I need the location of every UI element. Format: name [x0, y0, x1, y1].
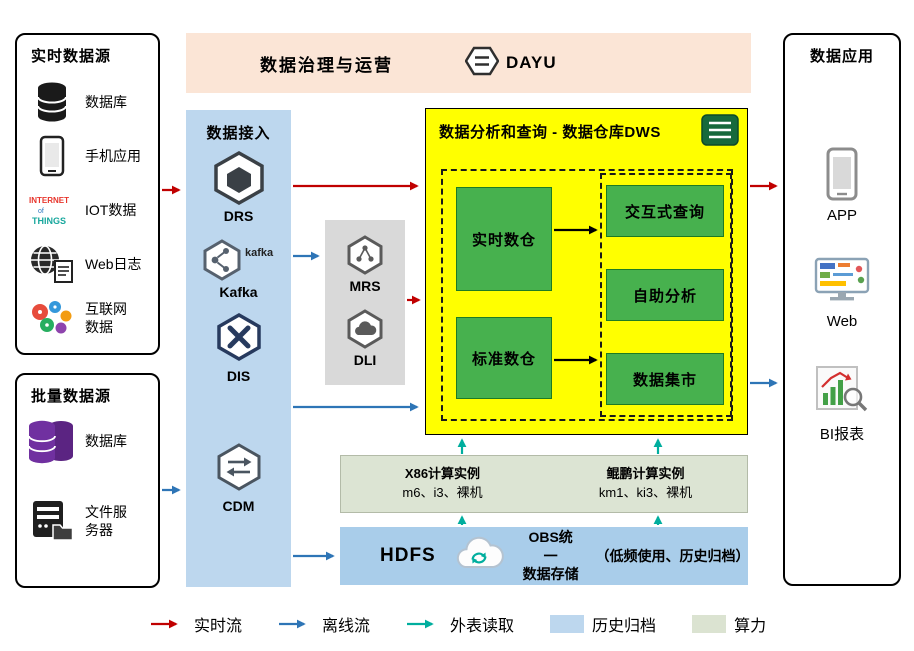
- obs-title-line2: 数据存储: [522, 566, 579, 583]
- warehouse-standard: 标准数仓: [456, 317, 552, 399]
- batch-sources-panel: 批量数据源 数据: [15, 373, 160, 588]
- compute-group-subtitle: km1、ki3、裸机: [598, 485, 693, 500]
- legend-label: 历史归档: [592, 618, 657, 635]
- source-item-label: 互联网数据: [85, 300, 127, 335]
- svg-text:of: of: [38, 208, 44, 215]
- blue-arrow-icon: [279, 619, 306, 629]
- mrs-icon: [325, 234, 405, 276]
- svg-text:kafka: kafka: [245, 247, 274, 259]
- dli-label: DLI: [353, 352, 377, 368]
- obs-note: （低频使用、历史归档）: [595, 548, 750, 564]
- mrs-label: MRS: [349, 278, 381, 294]
- dli-icon: [325, 308, 405, 350]
- source-item-file-server: 文件服务器: [27, 491, 154, 551]
- source-item-label: IOT数据: [85, 201, 137, 218]
- web-log-icon: [27, 244, 77, 284]
- governance-title: 数据治理与运营: [260, 55, 393, 75]
- legend-label: 外表读取: [450, 618, 515, 635]
- dws-icon: [701, 114, 739, 151]
- legend-item-archive: 历史归档: [550, 612, 656, 636]
- svg-text:INTERNET: INTERNET: [29, 196, 69, 205]
- source-item-label: 数据库: [85, 432, 127, 449]
- legend-label: 离线流: [322, 618, 371, 635]
- dis-label: DIS: [226, 368, 251, 384]
- compute-group-subtitle: m6、i3、裸机: [402, 485, 483, 500]
- bi-report-icon: [785, 365, 899, 413]
- drs-label: DRS: [223, 208, 254, 224]
- obs-title-line1: OBS统一: [528, 528, 573, 564]
- compute-instances-panel: X86计算实例 m6、i3、裸机 鲲鹏计算实例 km1、ki3、裸机: [340, 455, 748, 513]
- compute-power-swatch: [692, 615, 727, 633]
- source-item-label: 数据库: [85, 93, 127, 110]
- internet-data-icon: [27, 299, 77, 337]
- dis-icon: [186, 312, 291, 362]
- compute-group-title: 鲲鹏计算实例: [606, 466, 685, 482]
- web-label: Web: [826, 313, 858, 330]
- source-item-internet: 互联网数据: [27, 291, 154, 345]
- database-purple-icon: [27, 417, 77, 465]
- source-item-iot: INTERNET of THINGS IOT数据: [27, 185, 154, 235]
- service-data-mart: 数据集市: [606, 353, 724, 405]
- red-arrow-icon: [151, 619, 178, 629]
- cdm-icon: [186, 442, 291, 492]
- service-interactive-query: 交互式查询: [606, 185, 724, 237]
- dayu-icon: [464, 44, 500, 83]
- legend-label: 算力: [734, 618, 767, 635]
- legend: 实时流 离线流 外表读取 历史归档 算力: [150, 612, 790, 636]
- realtime-sources-panel: 实时数据源 数据库 手机应用: [15, 33, 160, 355]
- app-label: APP: [826, 207, 857, 224]
- obs-title: OBS统一 数据存储: [522, 528, 580, 585]
- obs-cloud-icon: [452, 535, 506, 578]
- archive-swatch: [550, 615, 585, 633]
- teal-arrow-icon: [407, 619, 434, 629]
- svg-text:THINGS: THINGS: [32, 216, 66, 226]
- dws-panel: 数据分析和查询 - 数据仓库DWS 实时数仓 标准数仓 交互式查询 自助分析 数…: [425, 108, 748, 435]
- source-item-label: 手机应用: [85, 147, 141, 164]
- service-self-analysis: 自助分析: [606, 269, 724, 321]
- source-item-label: Web日志: [85, 255, 142, 272]
- warehouse-realtime: 实时数仓: [456, 187, 552, 291]
- applications-title: 数据应用: [809, 48, 874, 65]
- batch-sources-title: 批量数据源: [31, 388, 112, 405]
- source-item-weblog: Web日志: [27, 239, 154, 289]
- web-monitor-icon: [785, 257, 899, 303]
- dws-title: 数据分析和查询 - 数据仓库DWS: [439, 124, 661, 141]
- legend-item-realtime-flow: 实时流: [150, 612, 242, 636]
- legend-item-compute-power: 算力: [692, 612, 766, 636]
- realtime-sources-title: 实时数据源: [31, 48, 112, 65]
- legend-label: 实时流: [194, 618, 243, 635]
- source-item-label: 文件服务器: [85, 503, 127, 538]
- storage-panel: HDFS OBS统一 数据存储 （低频使用、历史归档）: [340, 527, 750, 585]
- iot-icon: INTERNET of THINGS: [27, 192, 77, 228]
- legend-item-offline-flow: 离线流: [278, 612, 370, 636]
- drs-icon: [186, 150, 291, 206]
- ingestion-panel: 数据接入 DRS kafka Kafka: [186, 110, 291, 587]
- hdfs-label: HDFS: [380, 545, 436, 566]
- compute-group-title: X86计算实例: [404, 466, 481, 482]
- applications-panel: 数据应用 APP Web: [783, 33, 901, 586]
- dayu-logo: DAYU: [464, 33, 557, 93]
- kafka-label: Kafka: [219, 284, 258, 300]
- database-icon: [27, 81, 77, 123]
- compute-group-kunpeng: 鲲鹏计算实例 km1、ki3、裸机: [544, 456, 747, 512]
- source-item-batch-database: 数据库: [27, 413, 154, 469]
- source-item-mobile: 手机应用: [27, 131, 154, 181]
- legend-item-external-read: 外表读取: [406, 612, 514, 636]
- app-phone-icon: [785, 147, 899, 201]
- dws-services-group: [600, 173, 732, 417]
- compute-services-panel: MRS DLI: [325, 220, 405, 385]
- dayu-logo-text: DAYU: [506, 53, 557, 72]
- file-server-icon: [27, 499, 77, 543]
- bi-label: BI报表: [819, 426, 865, 443]
- compute-group-x86: X86计算实例 m6、i3、裸机: [341, 456, 544, 512]
- ingestion-title: 数据接入: [206, 125, 271, 142]
- cdm-label: CDM: [222, 498, 255, 514]
- source-item-database: 数据库: [27, 77, 154, 127]
- governance-banner: 数据治理与运营 DAYU: [186, 33, 751, 93]
- dws-inner-group: [441, 169, 733, 421]
- mobile-app-icon: [27, 135, 77, 177]
- kafka-icon: kafka: [186, 238, 291, 282]
